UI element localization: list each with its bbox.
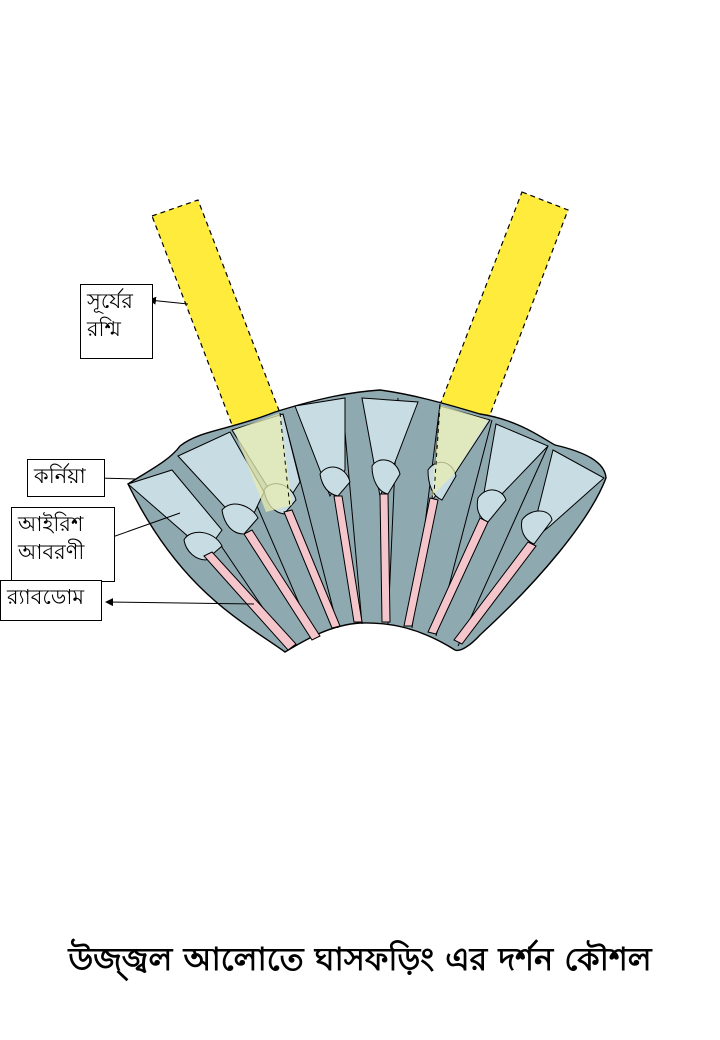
pointer-sun-rays — [148, 296, 189, 305]
sun-ray-right-overlay — [432, 405, 488, 496]
pointer-iris-cover — [103, 512, 181, 542]
label-cornea: কর্নিয়া — [27, 459, 105, 497]
pointer-rhabdom — [105, 598, 255, 607]
sun-ray-left — [151, 199, 281, 431]
label-rhabdom: র‍্যাবডোম — [0, 580, 102, 621]
label-sun-rays: সূর্যের রশ্মি — [80, 284, 153, 359]
right-beam-dashed-edge — [433, 404, 441, 495]
label-iris-cover: আইরিশ আবরণী — [11, 507, 115, 582]
diagram-caption: উজ্জ্বল আলোতে ঘাসফড়িং এর দর্শন কৌশল — [68, 940, 652, 978]
sun-ray-right — [439, 191, 569, 421]
sun-ray-left-overlay — [234, 413, 292, 512]
rhabdoms — [203, 493, 537, 651]
